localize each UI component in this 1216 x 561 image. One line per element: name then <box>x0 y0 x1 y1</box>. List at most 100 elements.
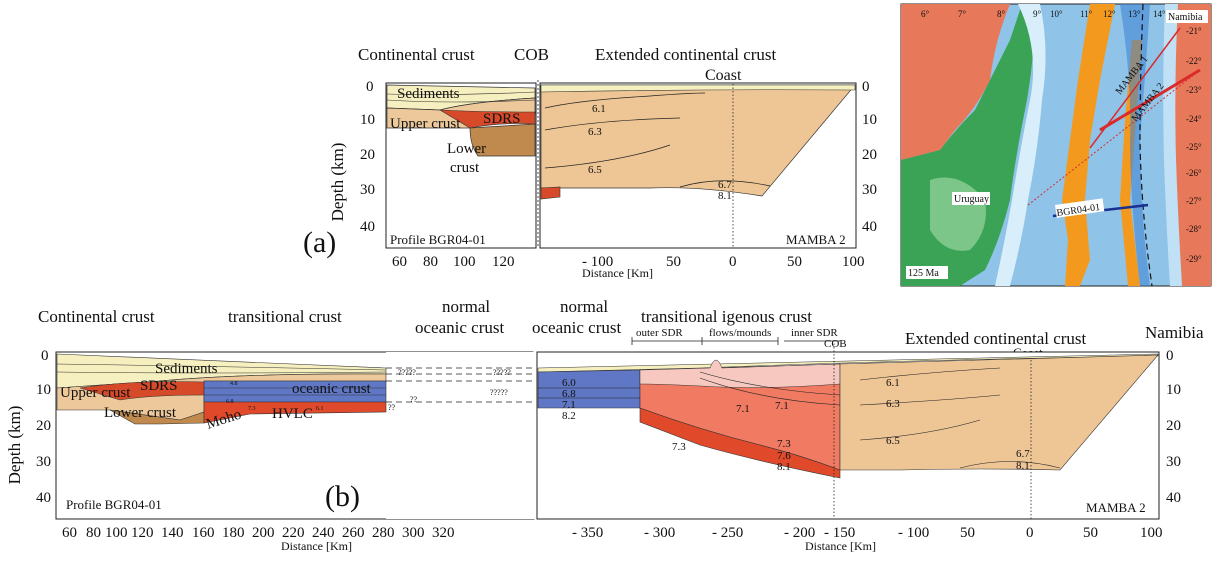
b-lxt-2: 100 <box>105 525 128 541</box>
map-age-box <box>906 266 948 279</box>
b-x-label-left: Distance [Km] <box>281 539 352 553</box>
b-vt-2: 7.3 <box>672 441 686 453</box>
b-region-extended: Extended continental crust <box>905 329 1087 348</box>
b-unknown-marks: ????? ????? ????? ?? ?? <box>388 368 511 412</box>
b-sv-0: 4.8 <box>230 381 238 387</box>
b-x-label-right: Distance [Km] <box>805 539 876 553</box>
map-lon-6: 12° <box>1103 9 1116 19</box>
b-lxt-3: 120 <box>131 525 154 541</box>
a-lxt-2: 100 <box>453 254 476 270</box>
b-region-transitional: transitional crust <box>228 307 342 326</box>
b-ve-3: 6.7 <box>1016 448 1030 460</box>
panel-a: Continental crust COB Extended continent… <box>303 45 877 280</box>
map-lat-0: -21° <box>1186 26 1202 36</box>
a-lxt-3: 120 <box>492 254 515 270</box>
b-depth-axis-label: Depth (km) <box>5 406 24 485</box>
a-rdt-0: 0 <box>862 79 870 95</box>
b-rdt-1: 10 <box>1166 382 1181 398</box>
map-lon-labels: 6° 7° 8° 9° 10° 11° 12° 13° 14° <box>921 9 1166 19</box>
b-label-sediments: Sediments <box>155 361 218 377</box>
b-right-depth-ticks: 0 10 20 30 40 <box>1166 348 1181 506</box>
b-vo-2: 7.1 <box>562 399 576 411</box>
a-region-extended: Extended continental crust <box>595 45 777 64</box>
b-label-sdrs: SDRS <box>140 378 178 394</box>
a-ldt-1: 10 <box>360 112 375 128</box>
map-lon-2: 8° <box>997 9 1006 19</box>
a-profile-left: Profile BGR04-01 <box>390 232 486 247</box>
b-ldt-0: 0 <box>41 348 49 364</box>
b-velocities-ext: 6.1 6.3 6.5 6.7 8.1 <box>886 377 1030 472</box>
a-rdt-3: 30 <box>862 182 877 198</box>
a-left-depth-ticks: 0 10 20 30 40 <box>360 79 375 235</box>
map-lat-6: -27° <box>1186 196 1202 206</box>
b-unk-3: ????? <box>490 388 508 397</box>
b-region-continental: Continental crust <box>38 307 155 326</box>
b-vt-3: 7.3 <box>777 438 791 450</box>
b-outer-sdr: outer SDR <box>636 327 683 339</box>
a-rxt-4: 100 <box>842 254 865 270</box>
map-lon-8: 14° <box>1153 9 1166 19</box>
map-mamba2-dash <box>1027 69 1201 206</box>
map-land-west <box>901 4 1010 160</box>
map-land-east <box>1173 4 1211 286</box>
a-left-x-ticks: 60 80 100 120 <box>392 254 515 270</box>
b-profile-left: Profile BGR04-01 <box>66 497 162 512</box>
map-uruguay-box <box>952 192 990 205</box>
b-lxt-8: 220 <box>282 525 305 541</box>
b-rxt-7: 0 <box>1026 525 1034 541</box>
b-ve-4: 8.1 <box>1016 460 1030 472</box>
map-lon-5: 11° <box>1080 9 1093 19</box>
map-lat-8: -29° <box>1186 254 1202 264</box>
b-right-sdr-wedge <box>639 359 841 388</box>
b-vo-3: 8.2 <box>562 410 576 422</box>
b-right-oceanic <box>537 369 641 409</box>
b-unknown-dashes <box>386 367 534 403</box>
b-vt-4: 7.6 <box>777 450 791 462</box>
a-right-depth-ticks: 0 10 20 30 40 <box>862 79 877 235</box>
map-lat-1: -22° <box>1186 56 1202 66</box>
a-region-cob: COB <box>514 45 549 64</box>
b-right-x-ticks: - 350 - 300 - 250 - 200 - 150 - 100 50 0… <box>572 525 1163 541</box>
b-lxt-6: 180 <box>222 525 245 541</box>
location-map: 6° 7° 8° 9° 10° 11° 12° 13° 14° -21° -22… <box>900 3 1212 287</box>
b-velocities-trans: 7.1 7.1 7.3 7.3 7.6 8.1 <box>672 400 791 473</box>
b-ve-0: 6.1 <box>886 377 900 389</box>
b-sv-3: 6.1 <box>316 406 324 412</box>
b-label-upper-crust: Upper crust <box>60 385 131 401</box>
b-sv-2: 7.3 <box>248 406 256 412</box>
a-vel-5: 8.1 <box>718 190 732 202</box>
b-lxt-12: 300 <box>402 525 425 541</box>
b-unk-4: ?? <box>410 395 418 404</box>
map-namibia-box <box>1166 10 1208 23</box>
b-flows-mounds: flows/mounds <box>709 327 771 339</box>
b-namibia: Namibia <box>1145 323 1204 342</box>
a-ldt-2: 20 <box>360 147 375 163</box>
b-normal-1a: normal <box>442 297 490 316</box>
a-ldt-4: 40 <box>360 219 375 235</box>
a-ldt-0: 0 <box>366 79 374 95</box>
b-lxt-11: 280 <box>372 525 395 541</box>
a-sdrs <box>439 109 536 129</box>
b-ve-1: 6.3 <box>886 398 900 410</box>
a-vel-1: 6.1 <box>592 103 606 115</box>
b-ldt-1: 10 <box>36 382 51 398</box>
b-rdt-2: 20 <box>1166 418 1181 434</box>
b-profile-right: MAMBA 2 <box>1086 500 1146 515</box>
a-label-lower-1: Lower <box>447 141 486 157</box>
a-vel-4: 6.7 <box>718 179 732 191</box>
a-lower-crust <box>469 123 536 157</box>
b-vt-5: 8.1 <box>777 461 791 473</box>
b-rdt-3: 30 <box>1166 454 1181 470</box>
b-normal-2a: normal <box>560 297 608 316</box>
map-lat-7: -28° <box>1186 224 1202 234</box>
map-lat-2: -23° <box>1186 85 1202 95</box>
b-sdr-arrows <box>631 337 840 345</box>
b-right-hvlc <box>639 407 841 479</box>
b-rdt-0: 0 <box>1166 348 1174 364</box>
b-lxt-9: 240 <box>312 525 335 541</box>
b-left-blank <box>386 352 534 519</box>
a-label-sediments: Sediments <box>397 86 460 102</box>
b-inner-sdr: inner SDR <box>791 327 838 339</box>
